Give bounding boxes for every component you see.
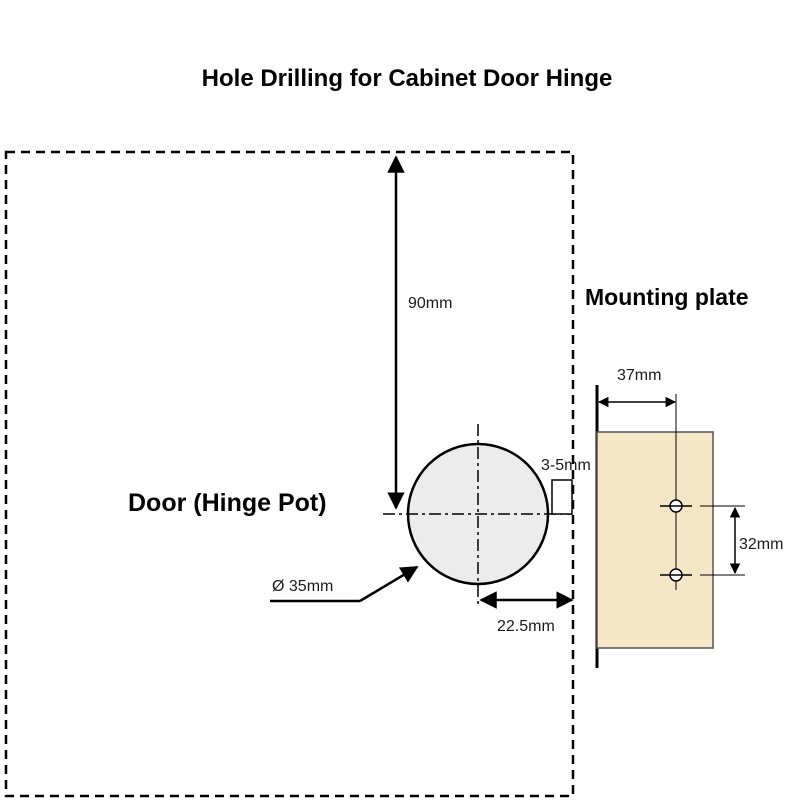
door-outline [4,150,575,798]
screw-hole-top [660,499,692,513]
diagram-title: Hole Drilling for Cabinet Door Hinge [202,65,613,92]
top-distance-label: 90mm [408,295,452,312]
mounting-plate [596,431,714,649]
plate-distance-label: 37mm [617,367,661,384]
screw-hole-bottom [660,568,692,582]
door-label: Door (Hinge Pot) [128,489,327,517]
screw-spacing-label: 32mm [739,536,783,553]
edge-distance-label: 22.5mm [497,618,555,635]
diameter-leader-arrow [359,565,419,603]
mounting-plate-label: Mounting plate [585,284,749,310]
gap-indicator [551,479,573,515]
diameter-label: Ø 35mm [272,578,333,595]
gap-label: 3-5mm [541,457,591,474]
